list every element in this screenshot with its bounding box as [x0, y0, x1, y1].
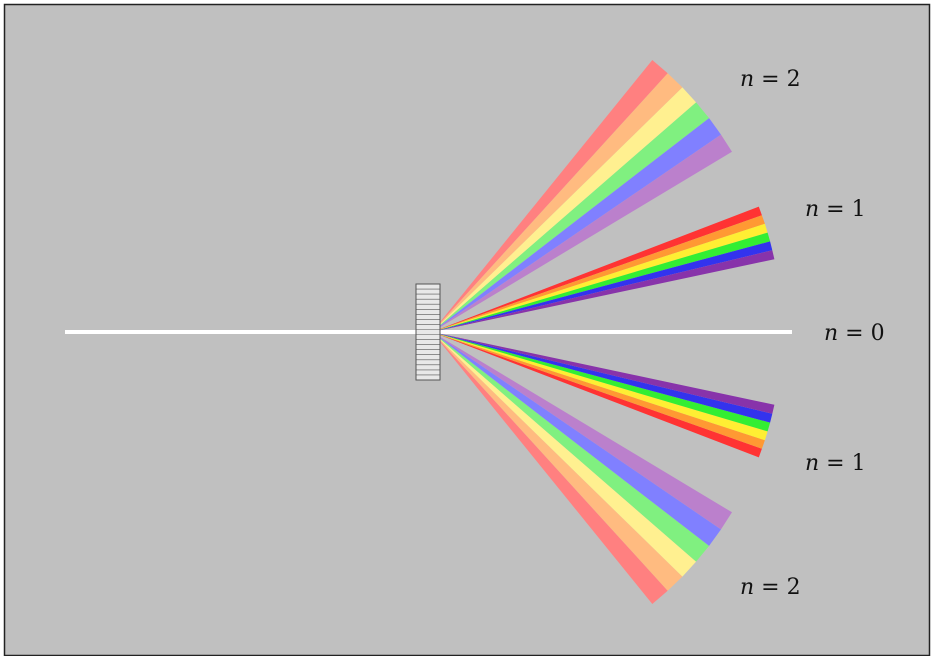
second-order-lower-band	[432, 332, 683, 591]
first-order-lower-band	[432, 332, 771, 432]
second-order-upper-spectrum	[432, 60, 732, 333]
order-plus1-label: n = 1	[805, 197, 866, 222]
second-order-upper-band	[432, 102, 710, 333]
second-order-lower-band	[432, 332, 668, 604]
second-order-lower-spectrum	[432, 332, 732, 604]
first-order-upper-band	[432, 241, 773, 332]
order-0-label: n = 0	[824, 321, 885, 346]
order-minus1-label: n = 1	[805, 451, 866, 476]
grating-body	[415, 283, 441, 381]
first-order-upper-band	[432, 206, 762, 332]
second-order-upper-band	[432, 134, 732, 332]
order-minus2-label: n = 2	[740, 575, 801, 600]
first-order-lower-band	[432, 332, 765, 449]
first-order-lower-band	[432, 332, 775, 414]
first-order-lower-band	[432, 332, 773, 423]
first-order-upper-spectrum	[432, 206, 775, 332]
first-order-lower-band	[432, 332, 762, 458]
first-order-upper-band	[432, 232, 771, 332]
first-order-upper-band	[432, 250, 775, 332]
second-order-lower-band	[432, 332, 710, 562]
second-order-upper-band	[432, 118, 721, 332]
second-order-lower-band	[432, 332, 732, 530]
diffraction-grating	[415, 283, 441, 381]
first-order-lower-spectrum	[432, 332, 775, 458]
first-order-upper-band	[432, 223, 768, 332]
first-order-lower-band	[432, 332, 768, 441]
second-order-lower-band	[432, 332, 697, 577]
second-order-lower-band	[432, 332, 721, 546]
diffracted-spectra	[432, 60, 775, 604]
order-plus2-label: n = 2	[740, 67, 801, 92]
second-order-upper-band	[432, 87, 697, 333]
second-order-upper-band	[432, 73, 683, 333]
second-order-upper-band	[432, 60, 668, 332]
first-order-upper-band	[432, 215, 765, 332]
